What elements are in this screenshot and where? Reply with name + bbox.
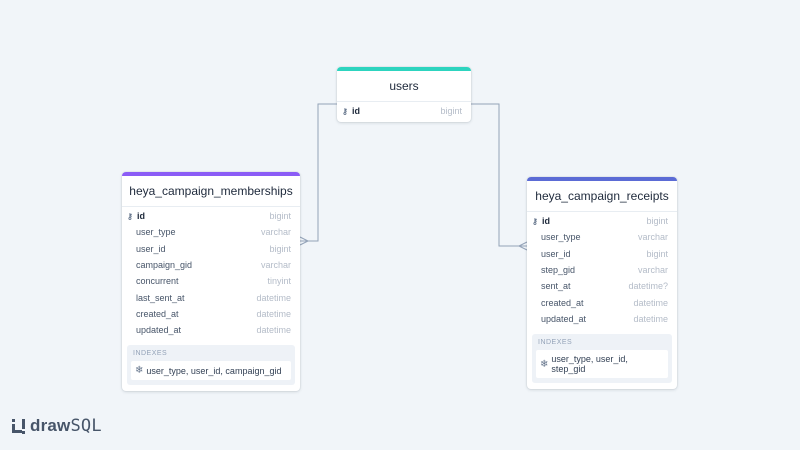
column-type: varchar (637, 232, 668, 243)
table-header[interactable]: heya_campaign_memberships (122, 172, 300, 207)
column-row-created-at[interactable]: created_at datetime (527, 294, 677, 310)
index-icon: ❄ (135, 365, 144, 377)
column-row-last-sent-at[interactable]: last_sent_at datetime (122, 289, 300, 305)
column-name: user_id (541, 248, 571, 259)
column-name: concurrent (136, 276, 179, 287)
table-title: users (389, 79, 419, 93)
column-row-concurrent[interactable]: concurrent tinyint (122, 273, 300, 289)
column-type: bigint (646, 248, 668, 259)
column-name: updated_at (541, 313, 587, 324)
indexes-label: INDEXES (133, 350, 168, 358)
column-name: campaign_gid (136, 260, 193, 271)
column-row-step-gid[interactable]: step_gid varchar (527, 262, 677, 278)
table-heya-campaign-memberships[interactable]: heya_campaign_memberships ⚷ id bigint use… (122, 172, 300, 392)
column-name: updated_at (136, 325, 182, 336)
relation-line-users-receipts (471, 103, 527, 247)
key-icon: ⚷ (342, 107, 348, 117)
column-name: id (137, 211, 145, 222)
table-heya-campaign-receipts[interactable]: heya_campaign_receipts ⚷ id bigint user_t… (527, 177, 677, 390)
column-list: ⚷ id bigint user_type varchar user_id big… (527, 212, 677, 330)
column-name: id (542, 216, 550, 227)
column-row-user-type[interactable]: user_type varchar (527, 229, 677, 245)
column-type: datetime (256, 308, 291, 319)
table-header[interactable]: users (337, 67, 471, 102)
column-type: datetime (256, 325, 291, 336)
indexes-section: INDEXES ❄ user_type, user_id, campaign_g… (127, 345, 295, 386)
column-name: step_gid (541, 265, 576, 276)
column-row-created-at[interactable]: created_at datetime (122, 306, 300, 322)
table-title: heya_campaign_receipts (535, 189, 669, 203)
column-row-user-id[interactable]: user_id bigint (122, 241, 300, 257)
column-row-user-id[interactable]: user_id bigint (527, 246, 677, 262)
index-row[interactable]: ❄ user_type, user_id, campaign_gid (131, 361, 291, 381)
drawsql-logo-icon (12, 418, 25, 435)
key-icon: ⚷ (127, 212, 133, 222)
logo-text-sql: SQL (70, 416, 102, 436)
key-icon: ⚷ (532, 217, 538, 227)
column-row-updated-at[interactable]: updated_at datetime (527, 311, 677, 327)
column-type: varchar (637, 265, 668, 276)
column-type: datetime (633, 313, 668, 324)
column-list: ⚷ id bigint (337, 102, 471, 122)
column-type: datetime (256, 292, 291, 303)
column-name: sent_at (541, 281, 571, 292)
indexes-section: INDEXES ❄ user_type, user_id, step_gid (532, 334, 672, 384)
column-row-updated-at[interactable]: updated_at datetime (122, 322, 300, 338)
column-name: user_id (136, 243, 166, 254)
indexes-label: INDEXES (538, 339, 573, 347)
table-header[interactable]: heya_campaign_receipts (527, 177, 677, 212)
column-type: bigint (646, 216, 668, 227)
column-row-campaign-gid[interactable]: campaign_gid varchar (122, 257, 300, 273)
crowfoot-memberships (299, 236, 309, 246)
column-list: ⚷ id bigint user_type varchar user_id big… (122, 207, 300, 341)
index-row[interactable]: ❄ user_type, user_id, step_gid (536, 350, 668, 379)
drawsql-logo: drawSQL (12, 416, 102, 436)
column-name: user_type (541, 232, 581, 243)
column-row-sent-at[interactable]: sent_at datetime? (527, 278, 677, 294)
column-name: id (352, 106, 360, 117)
column-type: bigint (269, 243, 291, 254)
index-columns: user_type, user_id, step_gid (551, 354, 628, 375)
crowfoot-receipts (518, 241, 528, 251)
table-users[interactable]: users ⚷ id bigint (337, 67, 471, 123)
column-row-user-type[interactable]: user_type varchar (122, 224, 300, 240)
column-type: datetime? (628, 281, 668, 292)
table-title: heya_campaign_memberships (129, 184, 293, 198)
column-row-id[interactable]: ⚷ id bigint (122, 208, 300, 224)
index-icon: ❄ (540, 358, 549, 370)
column-row-id[interactable]: ⚷ id bigint (337, 103, 471, 119)
logo-text-draw: draw (30, 416, 71, 435)
column-name: created_at (136, 308, 179, 319)
column-name: created_at (541, 297, 584, 308)
column-row-id[interactable]: ⚷ id bigint (527, 213, 677, 229)
column-type: datetime (633, 297, 668, 308)
column-type: bigint (269, 211, 291, 222)
column-type: varchar (260, 260, 291, 271)
column-type: varchar (260, 227, 291, 238)
index-columns: user_type, user_id, campaign_gid (146, 365, 282, 376)
column-name: user_type (136, 227, 176, 238)
column-type: tinyint (267, 276, 291, 287)
column-name: last_sent_at (136, 292, 185, 303)
relation-line-users-memberships (300, 103, 337, 242)
column-type: bigint (440, 106, 462, 117)
